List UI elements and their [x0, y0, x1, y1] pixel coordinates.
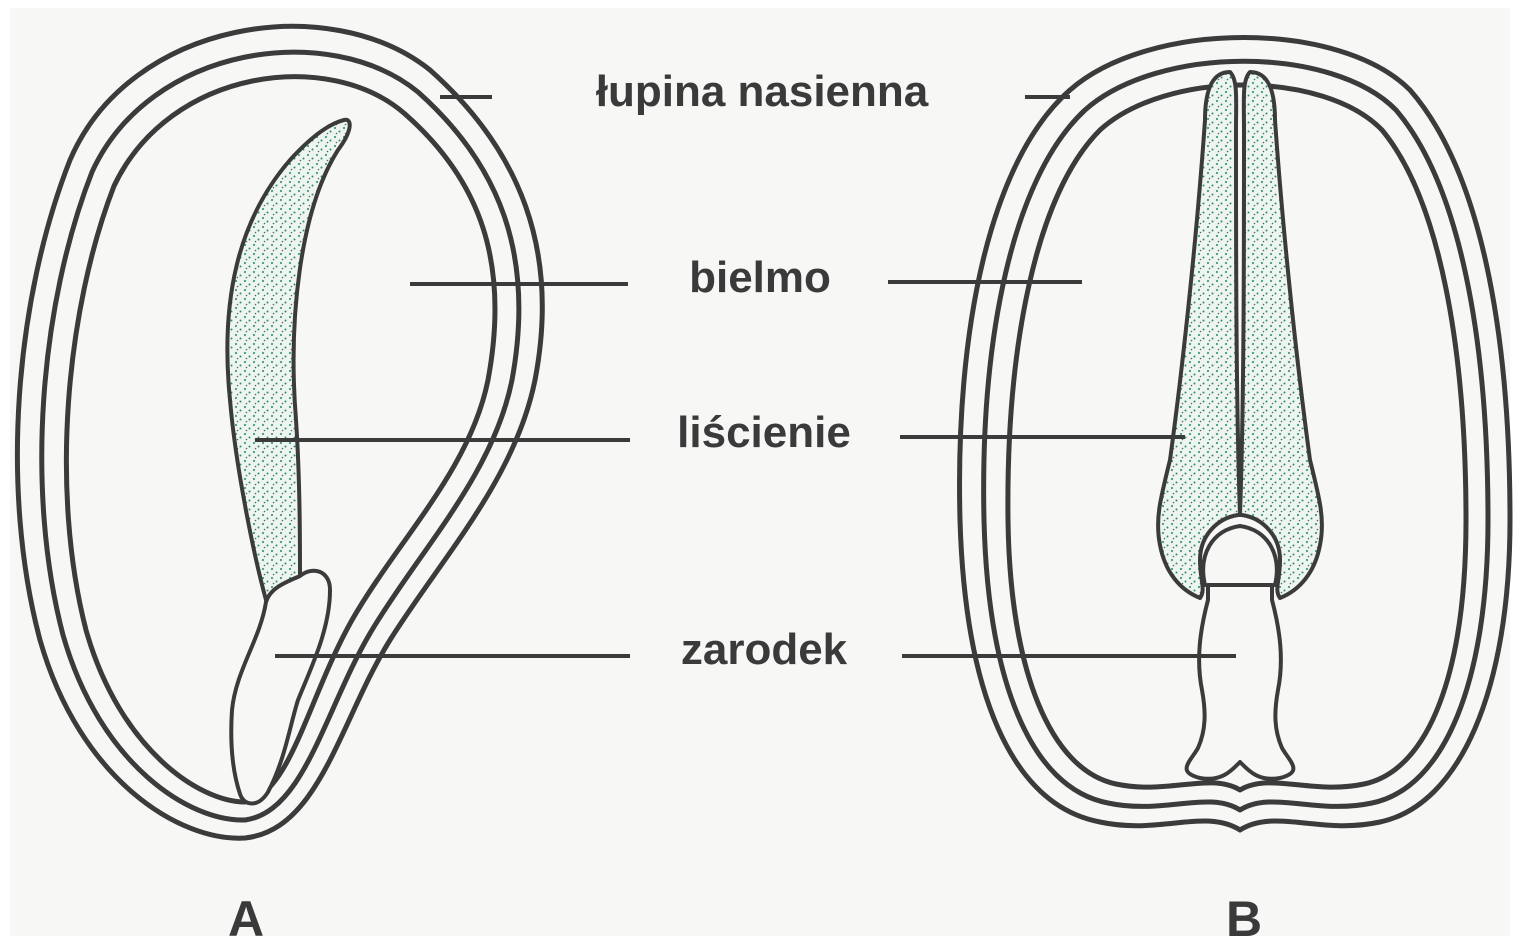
- seed-b: [960, 38, 1510, 831]
- seed-b-cotyledon-left: [1158, 72, 1240, 598]
- seed-b-cotyledon-right: [1240, 72, 1322, 598]
- labels: łupina nasienna bielmo liścienie zarodek…: [228, 67, 1262, 941]
- label-seed-coat: łupina nasienna: [596, 67, 929, 116]
- panel-letter-b: B: [1226, 891, 1262, 941]
- label-endosperm: bielmo: [689, 253, 831, 302]
- label-cotyledons: liścienie: [677, 408, 851, 457]
- panel-letter-a: A: [228, 891, 264, 941]
- seed-b-plumule-arc: [1203, 526, 1277, 585]
- seed-a-cotyledon: [227, 120, 349, 600]
- leader-lines: [255, 97, 1236, 656]
- seed-b-embryo: [1187, 585, 1294, 779]
- label-embryo: zarodek: [681, 625, 848, 674]
- seed-a: [17, 26, 542, 838]
